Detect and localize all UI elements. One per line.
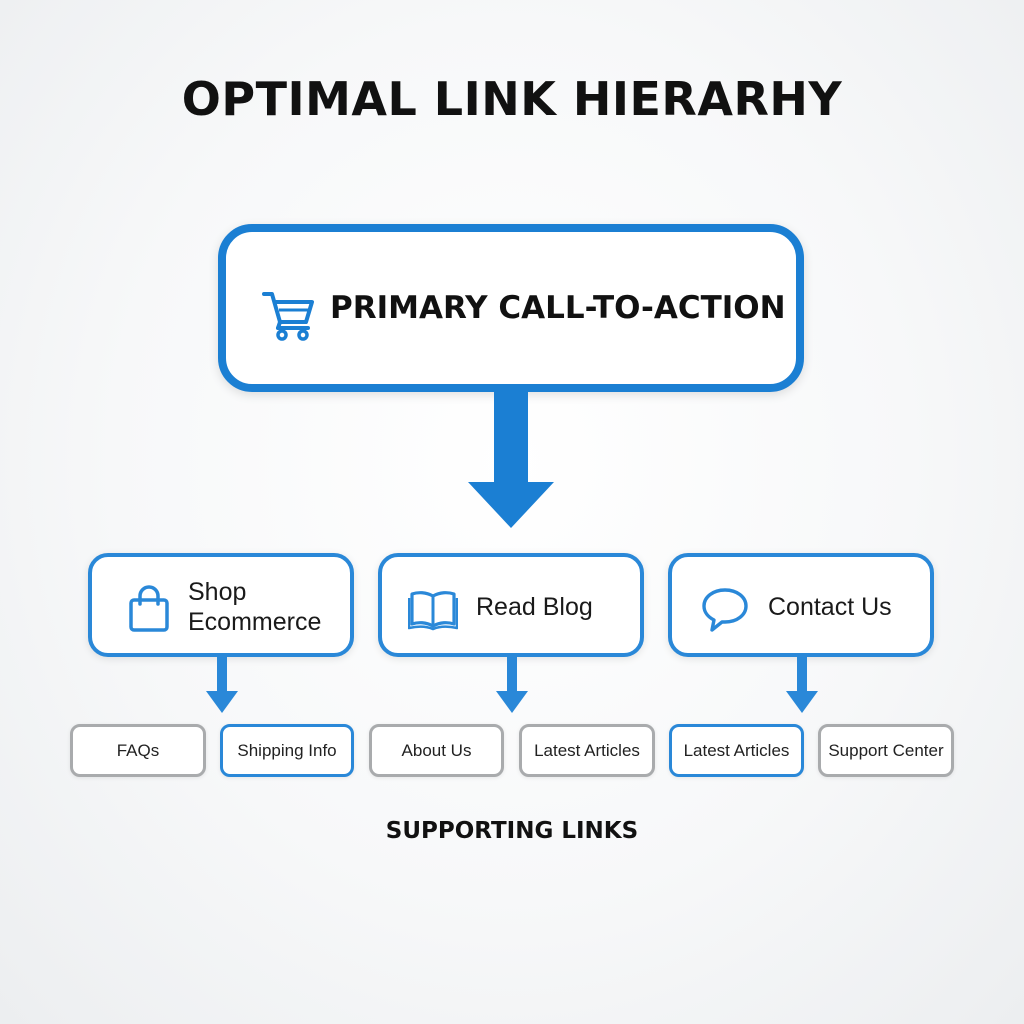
supporting-link-support-center[interactable]: Support Center	[818, 724, 954, 777]
child-label: Read Blog	[476, 593, 593, 621]
open-book-icon	[408, 591, 458, 631]
blog-down-arrow	[496, 657, 528, 713]
supporting-links-caption: SUPPORTING LINKS	[385, 818, 639, 844]
supporting-link-faqs[interactable]: FAQs	[70, 724, 206, 777]
child-label-line2: Ecommerce	[188, 608, 322, 636]
speech-bubble-icon	[702, 588, 748, 632]
supporting-link-latest-articles[interactable]: Latest Articles	[519, 724, 655, 777]
primary-cta-box[interactable]: PRIMARY CALL-TO-ACTION	[218, 224, 804, 392]
supporting-link-about-us[interactable]: About Us	[369, 724, 504, 777]
child-label-line1: Shop	[188, 578, 247, 606]
primary-down-arrow	[468, 392, 554, 528]
shop-down-arrow	[206, 657, 238, 713]
diagram-title: OPTIMAL LINK HIERARHY	[181, 72, 843, 126]
contact-down-arrow	[786, 657, 818, 713]
primary-cta-label: PRIMARY CALL-TO-ACTION	[330, 290, 786, 326]
supporting-link-latest-articles-alt[interactable]: Latest Articles	[669, 724, 804, 777]
child-label: Contact Us	[768, 593, 892, 621]
contact-us-box[interactable]: Contact Us	[668, 553, 934, 657]
shopping-cart-icon	[262, 292, 314, 341]
shopping-bag-icon	[129, 585, 169, 632]
read-blog-box[interactable]: Read Blog	[378, 553, 644, 657]
supporting-link-shipping-info[interactable]: Shipping Info	[220, 724, 354, 777]
shop-ecommerce-box[interactable]: Shop Ecommerce	[88, 553, 354, 657]
